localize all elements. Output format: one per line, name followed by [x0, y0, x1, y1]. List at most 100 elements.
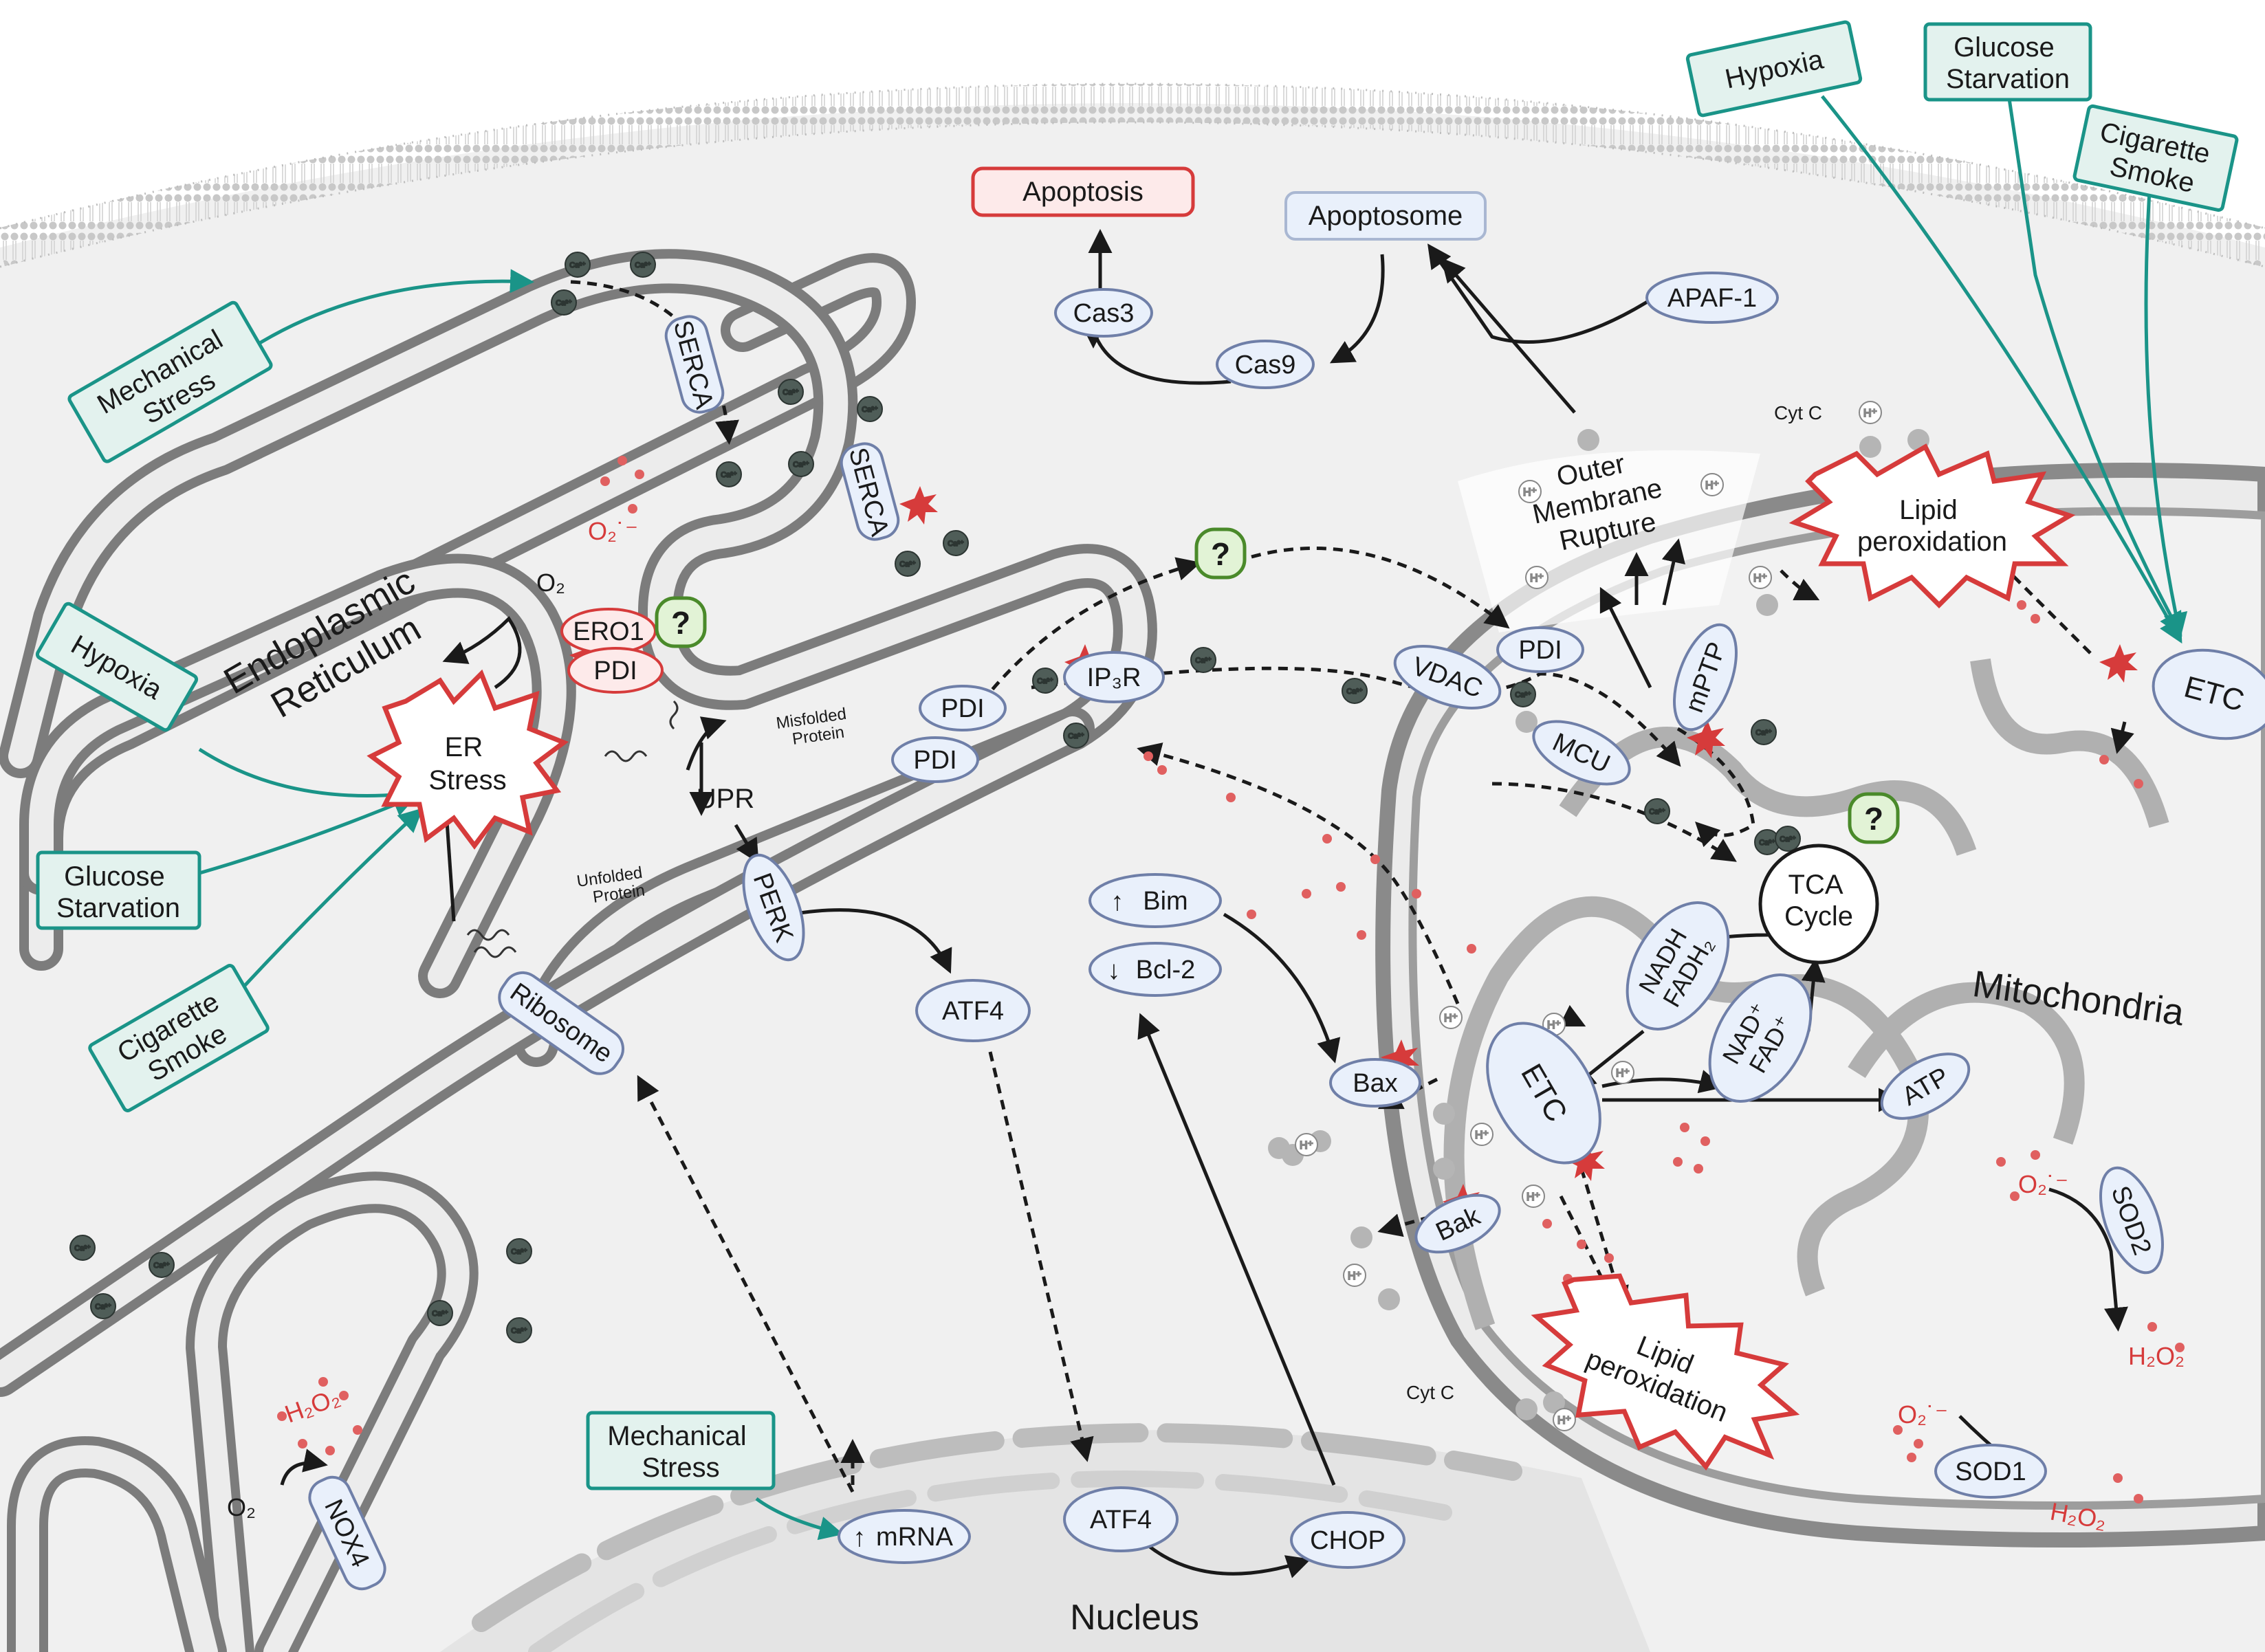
- calcium-ion-label: Ca²⁺: [899, 560, 916, 569]
- proton-label: H⁺: [1547, 1020, 1561, 1031]
- bax-label: Bax: [1353, 1069, 1397, 1098]
- atf4-b-node: [1063, 1486, 1179, 1552]
- svg-text:Lipid peroxidation: Lipid peroxidation: [1857, 495, 2007, 557]
- pdi-er-node: [567, 647, 664, 694]
- up-arrow-bim: ↑: [1111, 888, 1124, 916]
- mech-stress-bottom-box: [586, 1411, 776, 1490]
- calcium-ion-label: Ca²⁺: [793, 461, 809, 469]
- proton-label: H⁺: [1444, 1013, 1458, 1024]
- down-arrow-bcl2: ↓: [1108, 956, 1121, 985]
- glucose-right-line2: Starvation: [1946, 64, 2070, 94]
- nadh-node: [1626, 901, 1730, 1031]
- question-mid: [1194, 527, 1247, 580]
- question-mid-label: ?: [1211, 536, 1230, 572]
- calcium-ion-label: Ca²⁺: [432, 1310, 448, 1318]
- tca-line2: Cycle: [1784, 901, 1853, 932]
- stressor-boxes: Mechanical Stress Hypoxia Glucose Starva…: [35, 20, 2239, 1490]
- bcl2-node: [1088, 942, 1222, 997]
- nucleus-label: Nucleus: [1070, 1598, 1199, 1638]
- calcium-ion-label: Ca²⁺: [783, 388, 799, 397]
- proton-dots: [1268, 429, 1929, 1420]
- serca-2-node: [840, 442, 900, 541]
- smoke-right-box: [2072, 104, 2239, 212]
- solid-arrows: [280, 229, 2128, 1578]
- nox4-node: [308, 1475, 386, 1591]
- atf4-a-node: [915, 979, 1031, 1042]
- pdi-1-node: [919, 685, 1007, 731]
- calcium-ion-label: Ca²⁺: [1346, 687, 1363, 696]
- apoptosome-box: [1284, 191, 1487, 241]
- tca-line1: TCA: [1788, 870, 1843, 900]
- calcium-ion-label: Ca²⁺: [569, 261, 586, 269]
- superoxide-er-label: O₂˙⁻: [588, 517, 638, 545]
- svg-text:Glucose Starvation: Glucose Starvation: [1946, 32, 2070, 94]
- calcium-ion-label: Ca²⁺: [1759, 839, 1775, 847]
- tca-cycle-node: [1758, 844, 1879, 965]
- question-er-label: ?: [671, 605, 690, 641]
- apoptosis-box: [971, 166, 1195, 217]
- er-stress-burst: ER Stress: [366, 669, 569, 850]
- er-stress-line1: ER: [445, 732, 483, 762]
- cas9-label: Cas9: [1235, 351, 1296, 379]
- vdac-node: [1393, 645, 1502, 709]
- o2-ero-label: O₂: [536, 569, 565, 597]
- glucose-right-box: [1923, 22, 2092, 102]
- question-mito-label: ?: [1864, 801, 1883, 837]
- up-arrow-mrna: ↑: [853, 1523, 866, 1552]
- proton-label: H⁺: [1527, 1191, 1540, 1203]
- ros-dots: [277, 456, 2185, 1504]
- calcium-ion-label: Ca²⁺: [721, 471, 737, 479]
- bcl2-label: Bcl-2: [1136, 956, 1196, 984]
- svg-text:TCA Cycle: TCA Cycle: [1784, 870, 1853, 932]
- nucleus: Nucleus: [440, 1423, 1650, 1652]
- calcium-ion-label: Ca²⁺: [95, 1303, 111, 1311]
- proton-label: H⁺: [1616, 1068, 1630, 1079]
- nodes: Apoptosis Apoptosome Cas3 Cas9 APAF-1 SE…: [308, 166, 2265, 1591]
- bax-node: [1329, 1058, 1421, 1108]
- cas3-label: Cas3: [1073, 299, 1135, 328]
- ero1-label: ERO1: [573, 617, 644, 646]
- lipid-top-line2: peroxidation: [1857, 527, 2007, 557]
- proton-label: H⁺: [1705, 480, 1719, 492]
- calcium-ions: Ca²⁺ Ca²⁺ Ca²⁺ Ca²⁺ Ca²⁺ Ca²⁺ Ca²⁺ Ca²⁺ Ca²⁺ Ca²⁺…: [69, 252, 1801, 1343]
- calcium-ion-label: Ca²⁺: [511, 1248, 527, 1256]
- chop-node: [1290, 1511, 1405, 1569]
- calcium-ion-label: Ca²⁺: [1068, 732, 1084, 740]
- sod2-node: [2099, 1166, 2164, 1275]
- atf4-a-label: ATF4: [942, 997, 1004, 1026]
- proton-label: H⁺: [1475, 1130, 1489, 1141]
- sod1-node: [1934, 1444, 2047, 1499]
- atf4-b-label: ATF4: [1090, 1506, 1152, 1534]
- lipid-peroxidation-bottom: Lipid peroxidation: [1531, 1273, 1800, 1471]
- mptp-node: [1673, 623, 1738, 731]
- calcium-ion-label: Ca²⁺: [1515, 691, 1531, 699]
- apoptosis-label: Apoptosis: [1022, 177, 1144, 207]
- calcium-ion-label: Ca²⁺: [511, 1327, 527, 1335]
- svg-text:ER Stress: ER Stress: [428, 732, 506, 795]
- calcium-ion-label: Ca²⁺: [1755, 729, 1772, 737]
- mcu-node: [1532, 720, 1631, 786]
- small-labels: O₂ O₂˙⁻ H₂O₂ O₂ O₂˙⁻ H₂O₂ O₂˙⁻ H₂O₂ Cyt …: [227, 402, 2185, 1534]
- lipid-peroxidation-top: Lipid peroxidation: [1788, 443, 2076, 608]
- glucose-right-line1: Glucose: [1954, 32, 2055, 63]
- misfolded-protein-icon: [604, 750, 648, 762]
- glucose-left-line1: Glucose: [64, 861, 165, 892]
- superoxide-sod2-label: O₂˙⁻: [2018, 1170, 2068, 1198]
- stressor-arrows: [198, 89, 2188, 1541]
- smoke-left-box: [88, 964, 270, 1112]
- mrna-label: mRNA: [876, 1523, 954, 1552]
- mech-stress-top-box: [67, 300, 273, 463]
- proton-label: H⁺: [1557, 1415, 1571, 1427]
- cytc-bottom-label: Cyt C: [1406, 1382, 1454, 1403]
- bim-label: Bim: [1143, 887, 1188, 916]
- proton-label: H⁺: [1523, 487, 1537, 498]
- plasma-membrane: [0, 82, 2265, 268]
- dashed-arrows: [570, 280, 2134, 1493]
- bak-node: [1414, 1193, 1501, 1254]
- perk-node: [742, 853, 805, 962]
- h2o2-sod2-label: H₂O₂: [2128, 1342, 2185, 1370]
- question-er: [655, 596, 707, 648]
- mech-bottom-line1: Mechanical: [607, 1421, 746, 1451]
